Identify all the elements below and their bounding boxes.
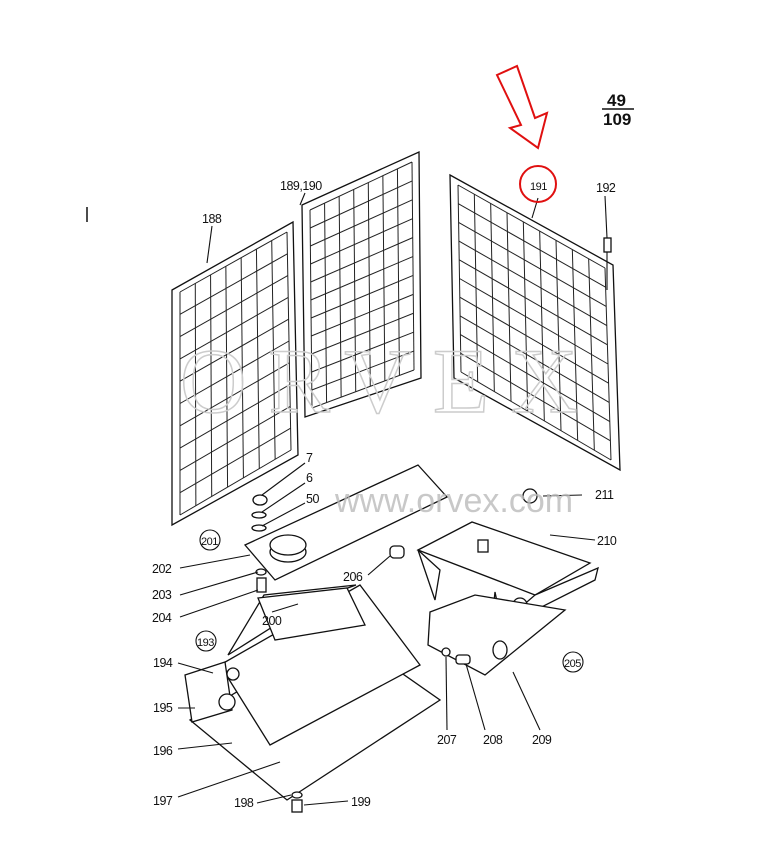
label-200[interactable]: 200 — [262, 614, 282, 628]
group-circle-201 — [199, 529, 221, 551]
mesh-wire — [460, 352, 611, 442]
label-196[interactable]: 196 — [153, 744, 173, 758]
mesh-wire — [310, 218, 413, 265]
label-189-190[interactable]: 189,190 — [280, 179, 323, 193]
label-203[interactable]: 203 — [152, 588, 172, 602]
mesh-wire — [459, 296, 609, 384]
label-188[interactable]: 188 — [202, 212, 222, 226]
mesh-wire — [382, 175, 386, 381]
mesh-wire — [458, 203, 606, 288]
mesh-wire — [309, 180, 413, 229]
page-reference: 49 109 — [602, 91, 634, 129]
mesh-wire — [179, 340, 290, 404]
mesh-wire — [179, 253, 288, 315]
mesh-wire — [411, 161, 415, 371]
label-199[interactable]: 199 — [351, 795, 371, 809]
group-circle-205 — [562, 651, 584, 673]
spacer-206[interactable] — [389, 545, 405, 559]
label-207[interactable]: 207 — [437, 733, 457, 747]
mesh-wire — [179, 296, 289, 360]
mesh-wire — [179, 318, 289, 382]
group-circle-193 — [195, 630, 217, 652]
base-frame-193[interactable] — [184, 584, 442, 801]
label-191[interactable]: 191 — [530, 181, 548, 193]
label-195[interactable]: 195 — [153, 701, 173, 715]
mesh-wire — [460, 371, 612, 461]
label-204[interactable]: 204 — [152, 611, 172, 625]
label-197[interactable]: 197 — [153, 794, 173, 808]
mesh-wire — [338, 196, 342, 398]
label-208[interactable]: 208 — [483, 733, 503, 747]
mesh-wire — [459, 315, 610, 403]
mesh-wire — [310, 237, 413, 283]
bolt-199[interactable] — [291, 799, 303, 813]
highlight-marker — [495, 64, 557, 203]
mesh-wire — [458, 221, 607, 307]
mesh-wire — [310, 199, 413, 247]
mesh-wire — [179, 362, 290, 427]
label-6[interactable]: 6 — [306, 471, 314, 485]
washer-203[interactable] — [255, 568, 267, 576]
label-201[interactable]: 201 — [201, 536, 219, 548]
mesh-wire — [367, 182, 371, 387]
panel-188[interactable] — [171, 220, 299, 527]
label-50[interactable]: 50 — [306, 492, 320, 506]
label-210[interactable]: 210 — [597, 534, 617, 548]
leader-lines — [177, 192, 608, 806]
bracket-209[interactable] — [427, 594, 567, 676]
label-206[interactable]: 206 — [343, 570, 363, 584]
knob-7[interactable] — [252, 494, 268, 506]
mesh-wire — [458, 259, 608, 346]
mesh-wire — [179, 427, 291, 494]
label-193[interactable]: 193 — [197, 637, 215, 649]
highlight-circle — [519, 165, 557, 203]
mesh-wire — [458, 240, 608, 327]
mesh-wire — [310, 274, 414, 319]
label-198[interactable]: 198 — [234, 796, 254, 810]
label-209[interactable]: 209 — [532, 733, 552, 747]
mesh-wire — [460, 334, 611, 423]
mesh-wire — [311, 312, 414, 355]
label-194[interactable]: 194 — [153, 656, 173, 670]
label-211[interactable]: 211 — [595, 488, 614, 502]
pin-192[interactable] — [603, 237, 612, 290]
mesh-wire — [324, 203, 328, 403]
mesh-wire — [353, 189, 357, 392]
mesh-wire — [310, 256, 414, 301]
washer-207[interactable] — [441, 647, 451, 657]
bolt-208[interactable] — [455, 654, 471, 665]
mesh-wire — [459, 278, 609, 365]
label-205[interactable]: 205 — [564, 658, 582, 670]
mesh-wire — [179, 405, 291, 471]
mesh-wire — [309, 209, 313, 409]
page-number: 49 — [607, 91, 626, 110]
mesh-wire — [311, 293, 414, 337]
mesh-wire — [179, 384, 291, 449]
watermark-logo: ORVEX — [180, 330, 600, 432]
washer-6[interactable] — [251, 511, 267, 519]
page-total: 109 — [603, 110, 631, 129]
washer-50[interactable] — [251, 524, 267, 532]
mesh-wire — [311, 369, 415, 409]
highlight-arrow-icon — [495, 64, 549, 150]
mesh-wire — [179, 231, 288, 293]
mesh-wire — [311, 350, 414, 391]
mesh-wire — [457, 184, 606, 269]
mesh-wire — [179, 449, 292, 516]
label-202[interactable]: 202 — [152, 562, 172, 576]
watermark-url: www.orvex.com — [334, 482, 573, 520]
mesh-wire — [179, 275, 289, 338]
washer-198[interactable] — [291, 791, 303, 799]
mesh-wire — [309, 161, 413, 211]
label-7[interactable]: 7 — [306, 451, 314, 465]
mesh-wire — [311, 331, 414, 373]
mesh-wire — [396, 168, 400, 376]
plug-211[interactable] — [522, 488, 538, 504]
bolt-204[interactable] — [256, 577, 267, 593]
label-192[interactable]: 192 — [596, 181, 616, 195]
